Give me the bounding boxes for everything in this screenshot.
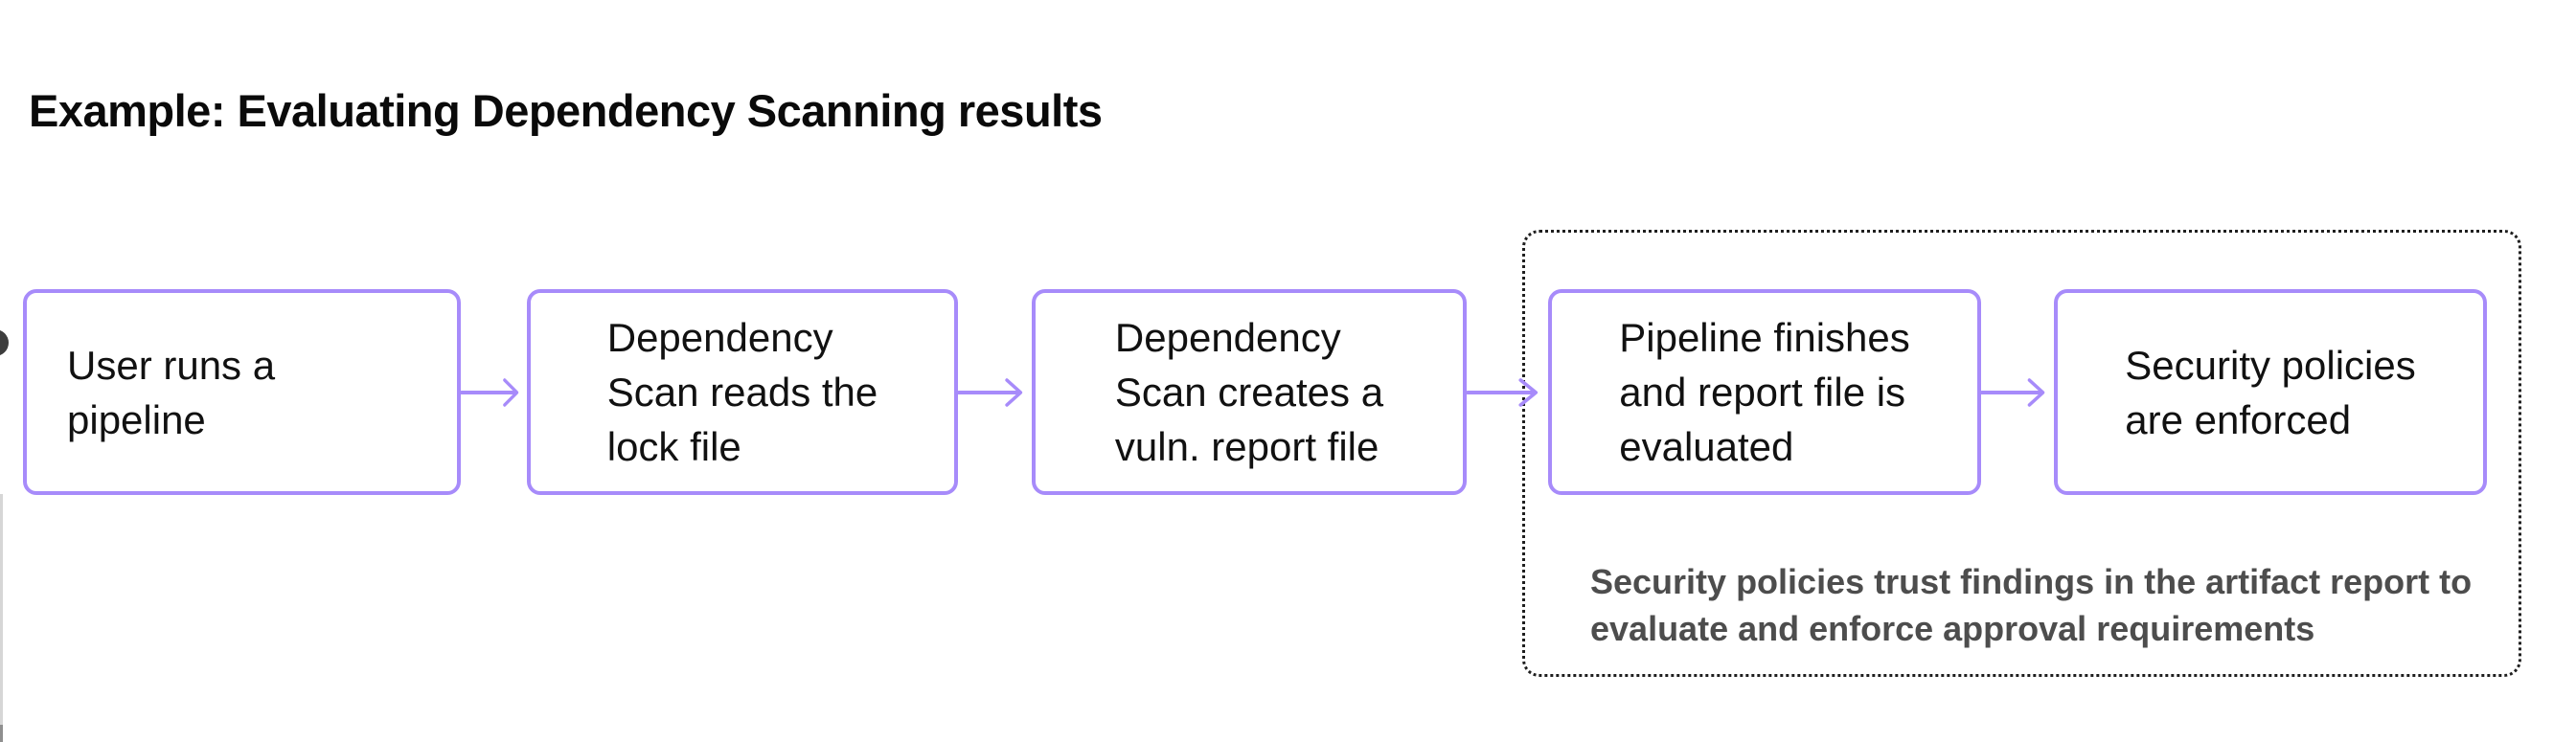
policy-trust-note-line-2: evaluate and enforce approval requiremen… <box>1590 609 2315 648</box>
flow-node-pipeline-finishes-report-evaluated: Pipeline finishes and report file is eva… <box>1548 289 1981 495</box>
flow-arrow-icon-4 <box>1981 378 2045 407</box>
clipped-circle-artifact <box>0 329 9 356</box>
policy-trust-note-line-1: Security policies trust findings in the … <box>1590 562 2473 601</box>
flow-arrow-icon-3 <box>1467 378 1539 407</box>
left-edge-artifact-dark <box>0 725 3 742</box>
flow-arrow-icon-1 <box>461 378 519 407</box>
flow-node-security-policies-enforced: Security policies are enforced <box>2054 289 2487 495</box>
flow-node-scan-reads-lock-file: Dependency Scan reads the lock file <box>527 289 958 495</box>
flow-node-user-runs-pipeline: User runs a pipeline <box>23 289 461 495</box>
policy-trust-note: Security policies trust findings in the … <box>1590 558 2472 652</box>
flow-node-scan-creates-vuln-report: Dependency Scan creates a vuln. report f… <box>1032 289 1467 495</box>
policy-evaluation-group-outline <box>1522 230 2521 677</box>
left-edge-artifact <box>0 494 3 725</box>
flow-node-label: Security policies are enforced <box>2125 342 2416 442</box>
flow-node-label: Pipeline finishes and report file is eva… <box>1619 315 1910 469</box>
flow-node-label: Dependency Scan reads the lock file <box>606 315 878 469</box>
flow-arrow-icon-2 <box>958 378 1023 407</box>
flow-node-label: User runs a pipeline <box>67 342 276 442</box>
flow-node-label: Dependency Scan creates a vuln. report f… <box>1114 315 1384 469</box>
page-title: Example: Evaluating Dependency Scanning … <box>29 85 1103 136</box>
